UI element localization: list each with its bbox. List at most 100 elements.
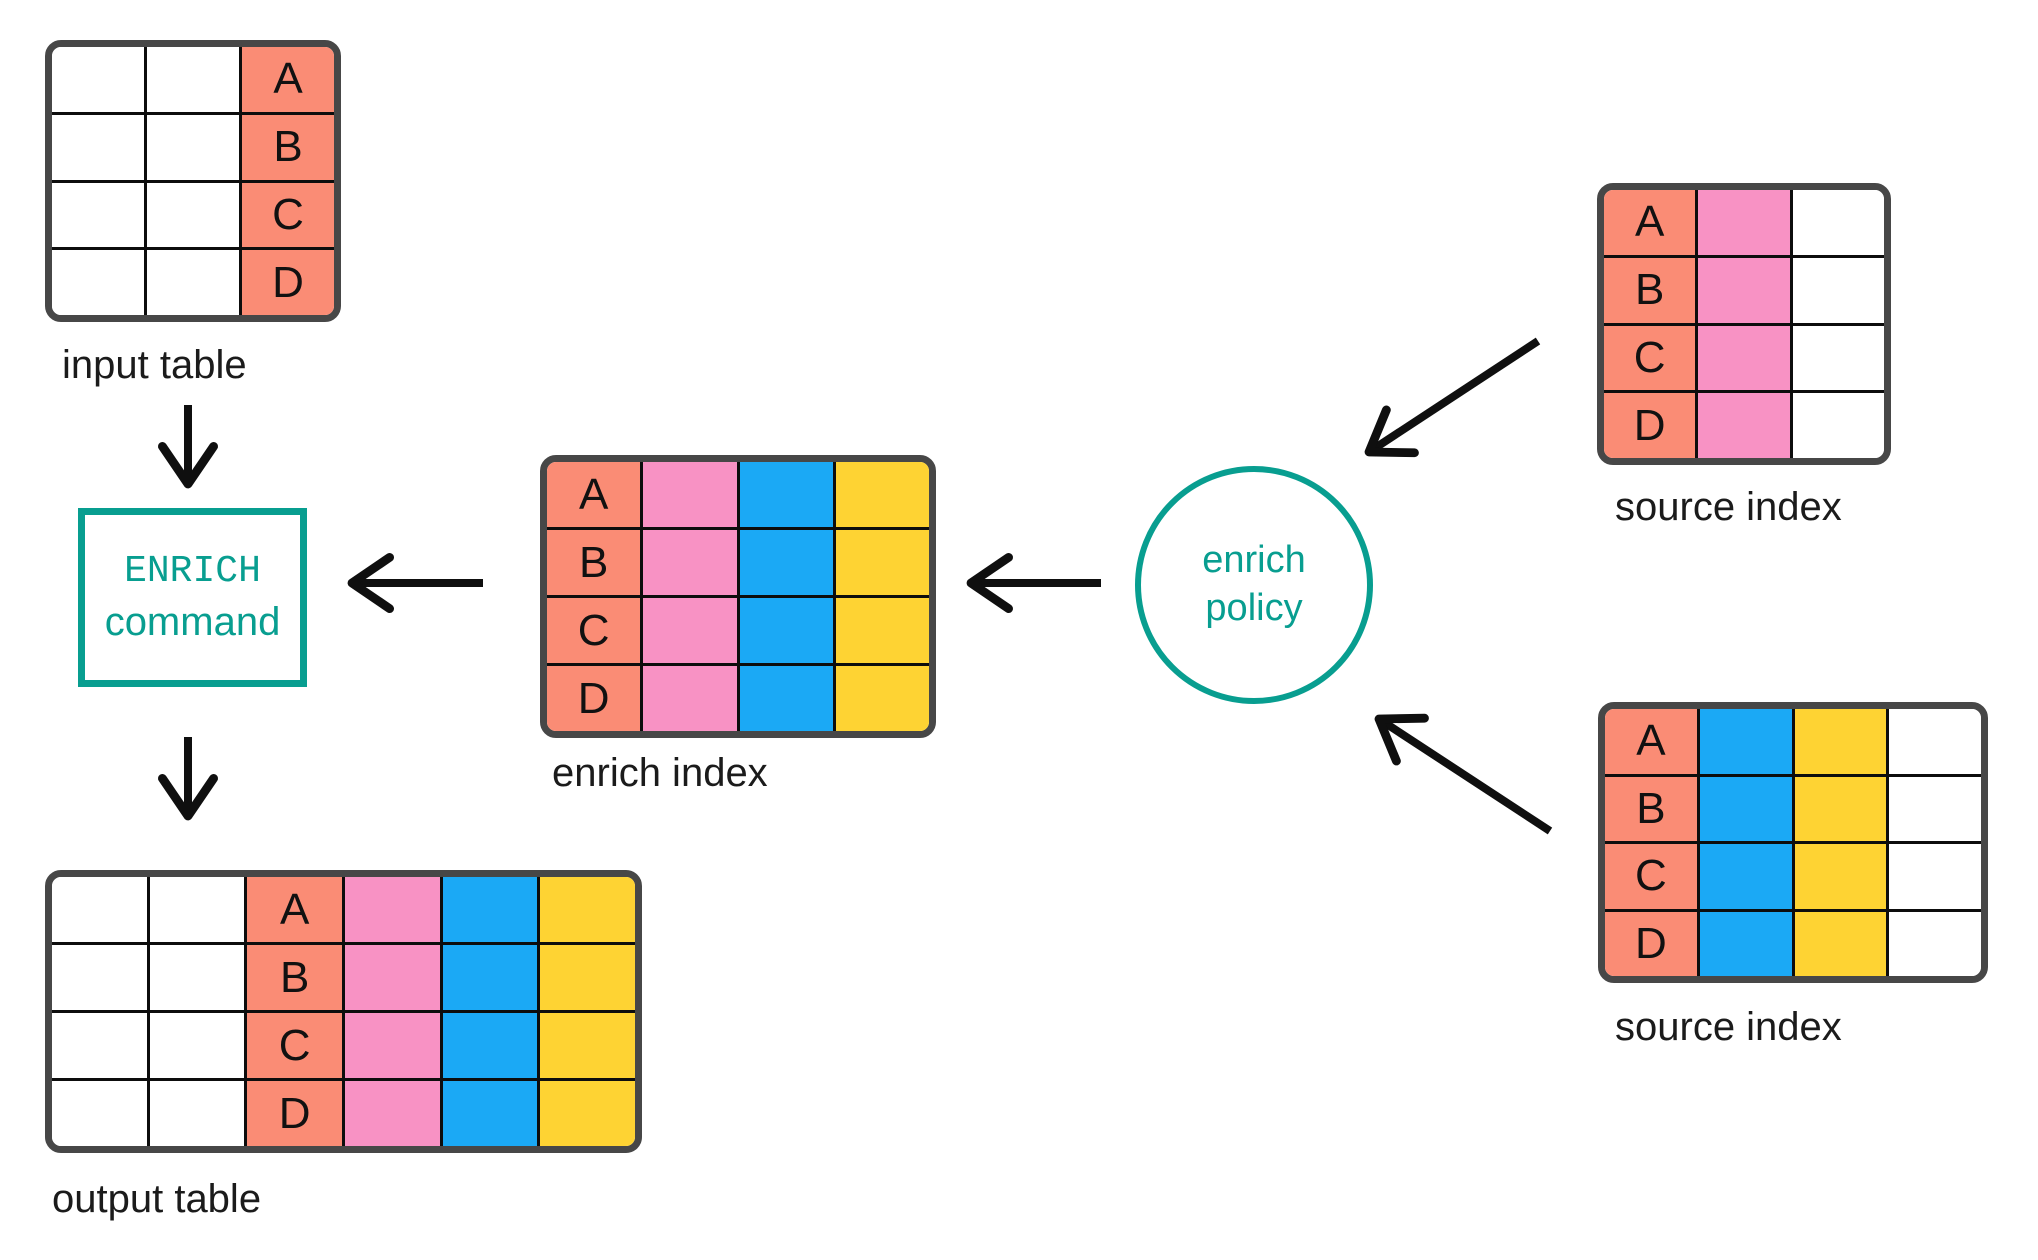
enrich-command-node: ENRICH command — [78, 508, 307, 687]
table-cell — [147, 179, 239, 248]
enrich-policy-node: enrich policy — [1135, 466, 1373, 704]
table-cell — [1792, 322, 1884, 391]
table-cell — [147, 47, 239, 112]
table-cell — [740, 462, 833, 527]
arrow-source-bottom-to-policy — [1374, 713, 1553, 835]
table-cell — [540, 942, 635, 1010]
key-cell: C — [547, 595, 641, 663]
table-cell — [1794, 908, 1887, 977]
table-cell — [739, 663, 833, 731]
table-cell — [1699, 908, 1792, 977]
table-cell — [1794, 773, 1887, 842]
table-cell — [1792, 390, 1884, 458]
table-cell — [345, 942, 440, 1010]
table-cell — [739, 595, 833, 663]
key-cell: D — [247, 1078, 343, 1146]
table-cell — [739, 527, 833, 595]
table-cell — [1794, 841, 1887, 909]
output-table-column-white — [52, 877, 147, 1146]
table-cell — [1699, 841, 1792, 909]
table-cell — [835, 527, 929, 595]
key-cell: B — [1604, 254, 1696, 323]
source-index-bottom-table-label: source index — [1615, 1005, 1842, 1049]
enrich-command-keyword: ENRICH — [124, 549, 261, 593]
table-cell — [540, 1078, 635, 1146]
table-cell — [149, 942, 245, 1010]
key-cell: B — [242, 111, 334, 180]
table-cell — [643, 663, 737, 731]
table-cell — [540, 1010, 635, 1078]
key-cell: A — [273, 54, 303, 104]
table-cell — [52, 877, 147, 942]
table-cell — [1889, 841, 1981, 909]
table-cell — [1889, 709, 1981, 774]
output-table-column-pink — [342, 877, 440, 1146]
table-cell — [835, 663, 929, 731]
table-cell — [442, 1010, 538, 1078]
table-cell — [1700, 709, 1792, 774]
table-cell — [147, 111, 239, 180]
table-cell — [1793, 190, 1884, 255]
table-cell — [442, 942, 538, 1010]
table-cell — [443, 877, 538, 942]
table-cell — [52, 47, 144, 112]
table-cell — [1795, 709, 1887, 774]
table-cell — [52, 1078, 147, 1146]
table-cell — [643, 462, 736, 527]
input-table-column-white — [52, 47, 144, 315]
key-cell: C — [242, 179, 334, 248]
key-cell: A — [1634, 197, 1665, 247]
table-cell — [1889, 773, 1981, 842]
table-cell — [1698, 254, 1790, 323]
key-cell: A — [578, 469, 609, 519]
key-cell: B — [547, 527, 641, 595]
table-cell — [1698, 322, 1790, 391]
table-cell — [52, 179, 144, 248]
input-table-column-white — [144, 47, 239, 315]
output-table-column-blue — [439, 877, 538, 1146]
table-cell — [52, 942, 147, 1010]
table-cell — [345, 877, 440, 942]
enrich-index-table-column-blue — [736, 462, 833, 731]
source-index-bottom-table-column-yellow — [1791, 709, 1887, 977]
enrich-index-table-column-pink — [640, 462, 737, 731]
output-table-column-yellow — [537, 877, 635, 1146]
table-cell — [345, 1078, 440, 1146]
key-cell: C — [1605, 841, 1697, 909]
table-cell — [1698, 190, 1789, 255]
enrich-index-table-label: enrich index — [552, 751, 768, 795]
table-cell — [147, 247, 239, 315]
source-index-top-table-column-pink — [1695, 190, 1790, 458]
key-cell: D — [547, 663, 641, 731]
table-cell — [442, 1078, 538, 1146]
table-cell — [52, 247, 144, 315]
key-cell: A — [1636, 716, 1666, 766]
enrich-index-table-column-yellow — [832, 462, 929, 731]
key-cell: A — [280, 884, 310, 934]
table-cell — [1792, 254, 1884, 323]
table-cell — [835, 595, 929, 663]
table-cell — [540, 877, 635, 942]
key-cell: C — [247, 1010, 343, 1078]
key-cell: C — [1604, 322, 1696, 391]
source-index-bottom-table-column-blue — [1696, 709, 1792, 977]
enrich-policy-line1: enrich — [1202, 539, 1306, 582]
table-cell — [149, 1010, 245, 1078]
key-cell: D — [1604, 390, 1696, 458]
source-index-top-table-label: source index — [1615, 485, 1842, 529]
key-cell: B — [1605, 773, 1697, 842]
table-cell — [345, 1010, 440, 1078]
source-index-top-table-column-white — [1789, 190, 1884, 458]
arrow-source-top-to-policy — [1364, 337, 1541, 458]
enrich-command-word: command — [104, 600, 281, 645]
table-cell — [150, 877, 245, 942]
